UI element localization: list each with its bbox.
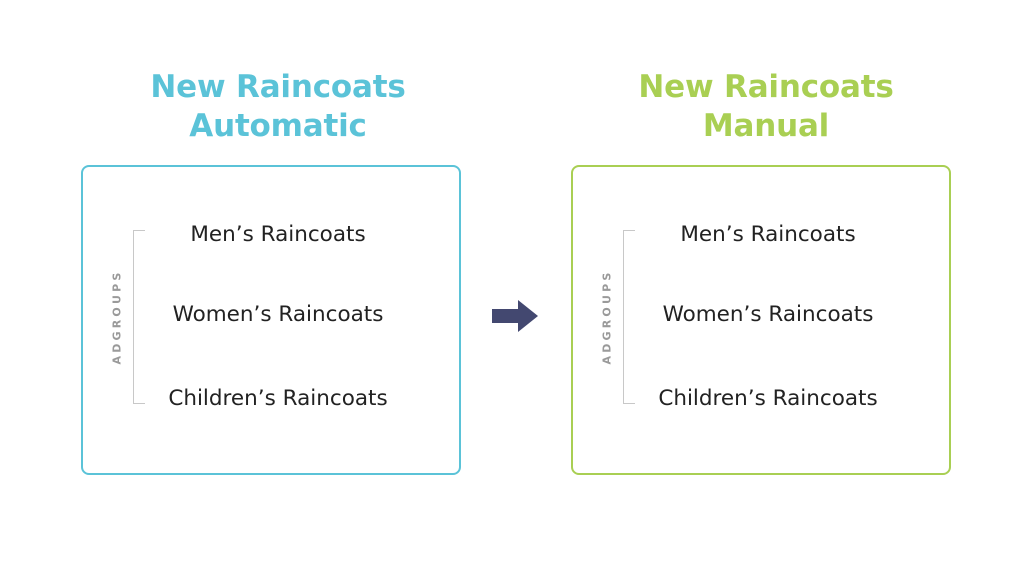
adgroup-womens-raincoats: Women’s Raincoats [662, 302, 874, 327]
adgroup-mens-raincoats: Men’s Raincoats [190, 222, 366, 247]
adgroups-bracket [133, 230, 145, 404]
adgroups-bracket [623, 230, 635, 404]
campaign-title-line2: Manual [702, 108, 830, 144]
adgroup-childrens-raincoats: Children’s Raincoats [168, 386, 388, 411]
adgroup-mens-raincoats: Men’s Raincoats [680, 222, 856, 247]
campaign-title-automatic: New Raincoats Automatic [78, 68, 478, 146]
campaign-box-automatic: ADGROUPS Men’s Raincoats Women’s Raincoa… [81, 165, 461, 475]
right-arrow-icon [492, 298, 538, 339]
campaign-title-line1: New Raincoats [150, 69, 406, 105]
adgroup-childrens-raincoats: Children’s Raincoats [658, 386, 878, 411]
adgroup-womens-raincoats: Women’s Raincoats [172, 302, 384, 327]
campaign-title-line2: Automatic [189, 108, 367, 144]
campaign-title-manual: New Raincoats Manual [566, 68, 966, 146]
campaign-box-manual: ADGROUPS Men’s Raincoats Women’s Raincoa… [571, 165, 951, 475]
campaign-title-line1: New Raincoats [638, 69, 894, 105]
right-arrow-icon-svg [492, 300, 538, 332]
